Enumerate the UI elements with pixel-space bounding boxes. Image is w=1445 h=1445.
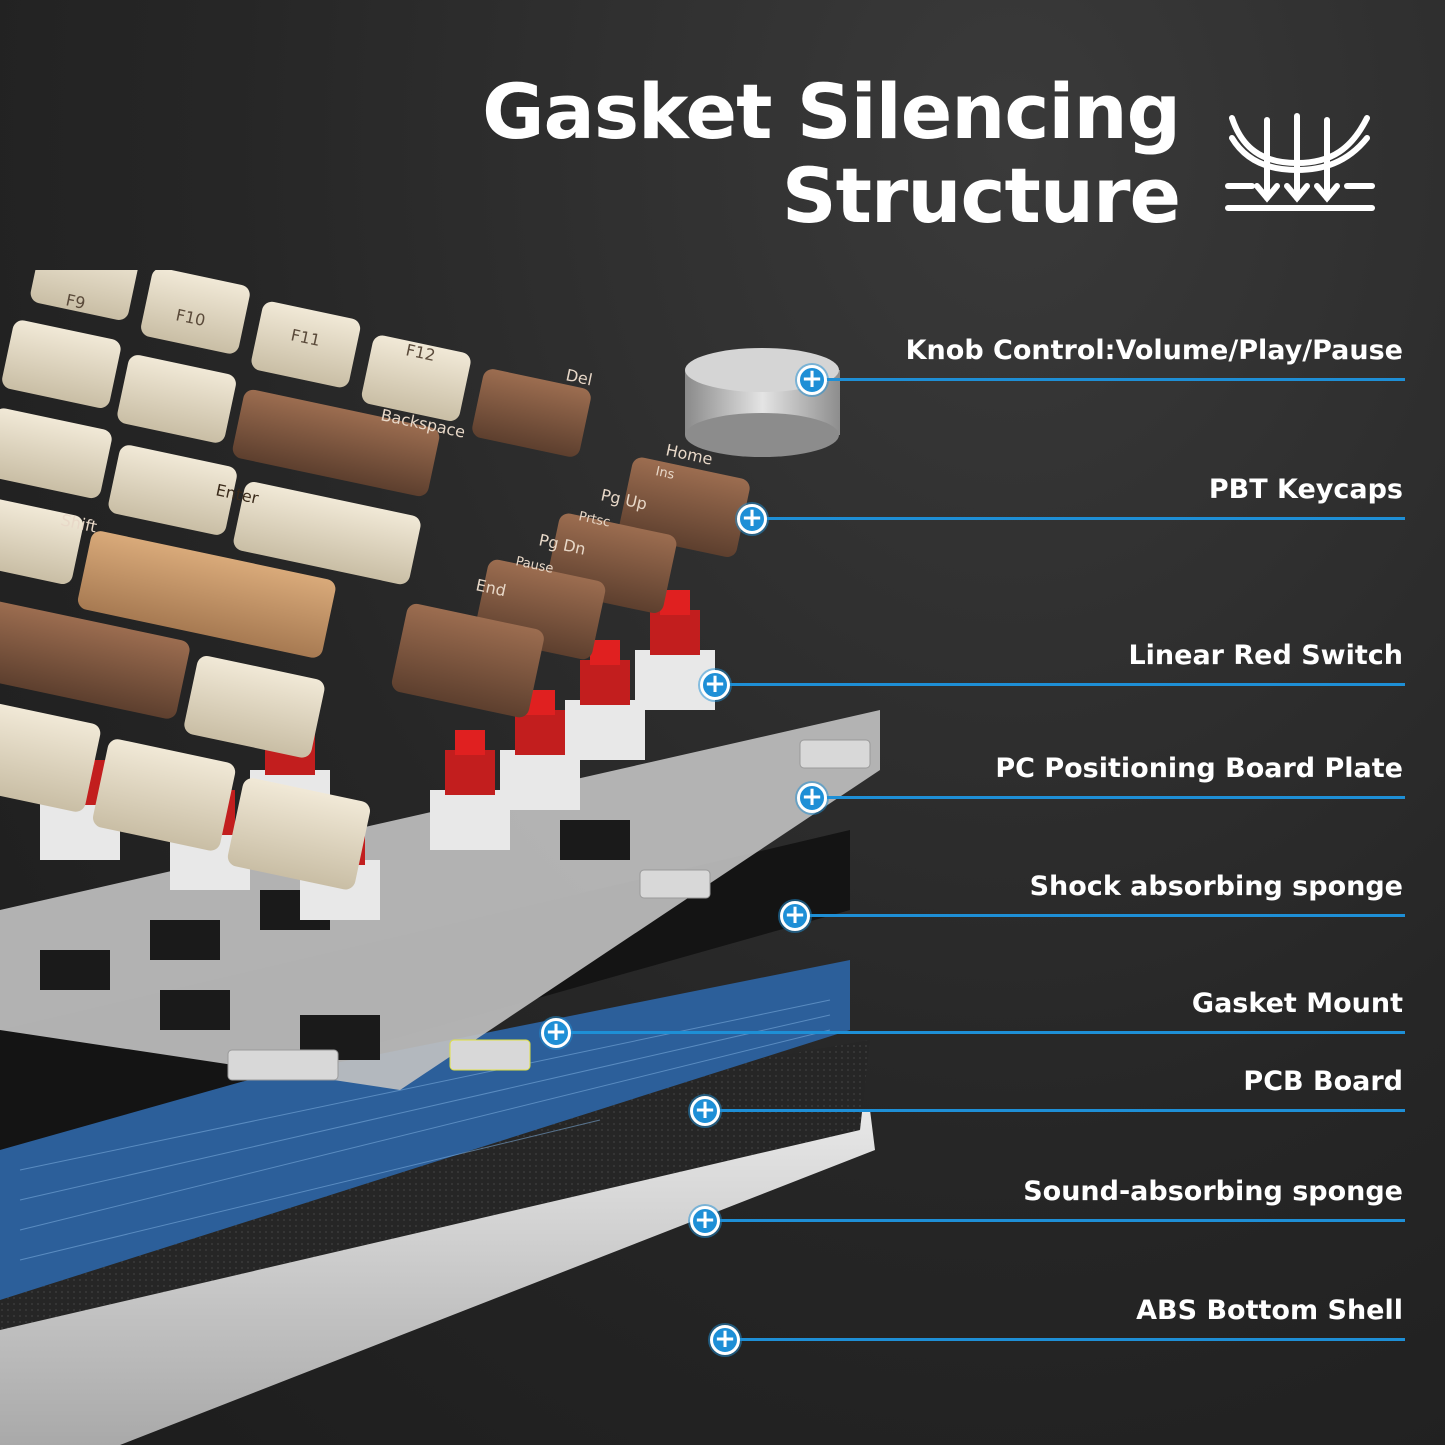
abs-bottom-shell [0, 1110, 875, 1445]
label-shock-sponge: Shock absorbing sponge [1029, 871, 1403, 902]
title-line-2: Structure [781, 151, 1181, 240]
label-pbt-keycaps: PBT Keycaps [1208, 474, 1403, 505]
label-pc-plate: PC Positioning Board Plate [995, 753, 1403, 784]
label-gasket-mount: Gasket Mount [1191, 988, 1403, 1019]
label-knob-control: Knob Control:Volume/Play/Pause [905, 335, 1403, 366]
svg-text:Ins: Ins [654, 464, 676, 483]
label-pcb-board: PCB Board [1243, 1066, 1403, 1097]
label-abs-shell: ABS Bottom Shell [1136, 1295, 1403, 1326]
svg-text:Prtsc: Prtsc [577, 509, 611, 530]
sound-absorbing-sponge [0, 1040, 870, 1330]
label-sound-sponge: Sound-absorbing sponge [1023, 1176, 1403, 1207]
callout-line-plate [812, 796, 1405, 799]
callout-line-knob [812, 378, 1405, 381]
volume-knob [685, 348, 840, 457]
gasket-suspension-icon [1225, 113, 1375, 211]
page-title: Gasket Silencing Structure [482, 67, 1181, 240]
svg-text:F9: F9 [64, 290, 87, 313]
title-line-1: Gasket Silencing [482, 67, 1181, 156]
keyboard-exploded-illustration: F9 F10 F11 F12 Del Backspace Home Ins Pg… [0, 270, 880, 1445]
label-linear-red-switch: Linear Red Switch [1128, 640, 1403, 671]
